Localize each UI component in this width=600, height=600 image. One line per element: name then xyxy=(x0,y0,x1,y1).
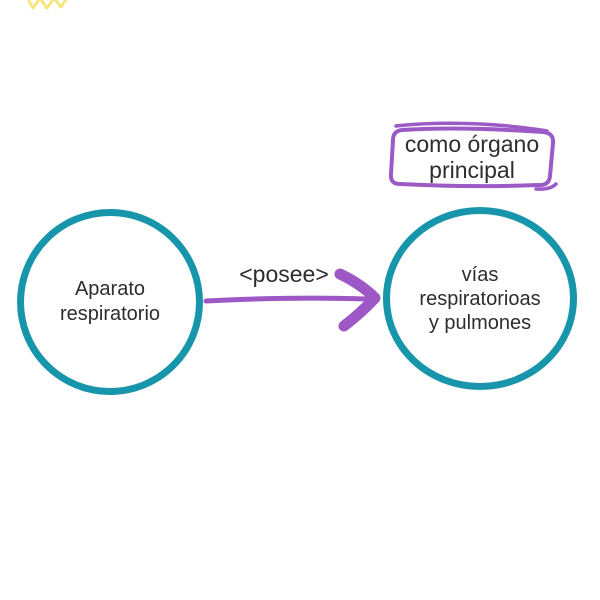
node-label-line: y pulmones xyxy=(428,311,532,334)
annotation-box-sketch-stroke-bottom xyxy=(534,182,558,191)
relation-arrow-shaft xyxy=(203,295,369,304)
concept-node-vias-respiratorias-pulmones: vías respiratorioas y pulmones xyxy=(383,207,577,390)
annotation-box-text: como órgano principal xyxy=(392,129,552,185)
node-label-line: Aparato xyxy=(74,278,146,300)
annotation-box-sketch-stroke-top xyxy=(394,121,549,133)
node-label-line: vías xyxy=(461,263,499,286)
relation-arrow-head-icon xyxy=(334,268,381,332)
annotation-box-border xyxy=(388,126,556,189)
concept-node-aparato-respiratorio: Aparato respiratorio xyxy=(17,209,203,395)
yellow-scribble-decoration xyxy=(26,0,68,10)
annotation-line: como órgano xyxy=(404,131,540,157)
annotation-line: principal xyxy=(429,157,515,183)
node-label-line: respiratorioas xyxy=(419,287,541,310)
relation-label: <posee> xyxy=(239,261,329,287)
node-label-line: respiratorio xyxy=(59,303,161,325)
